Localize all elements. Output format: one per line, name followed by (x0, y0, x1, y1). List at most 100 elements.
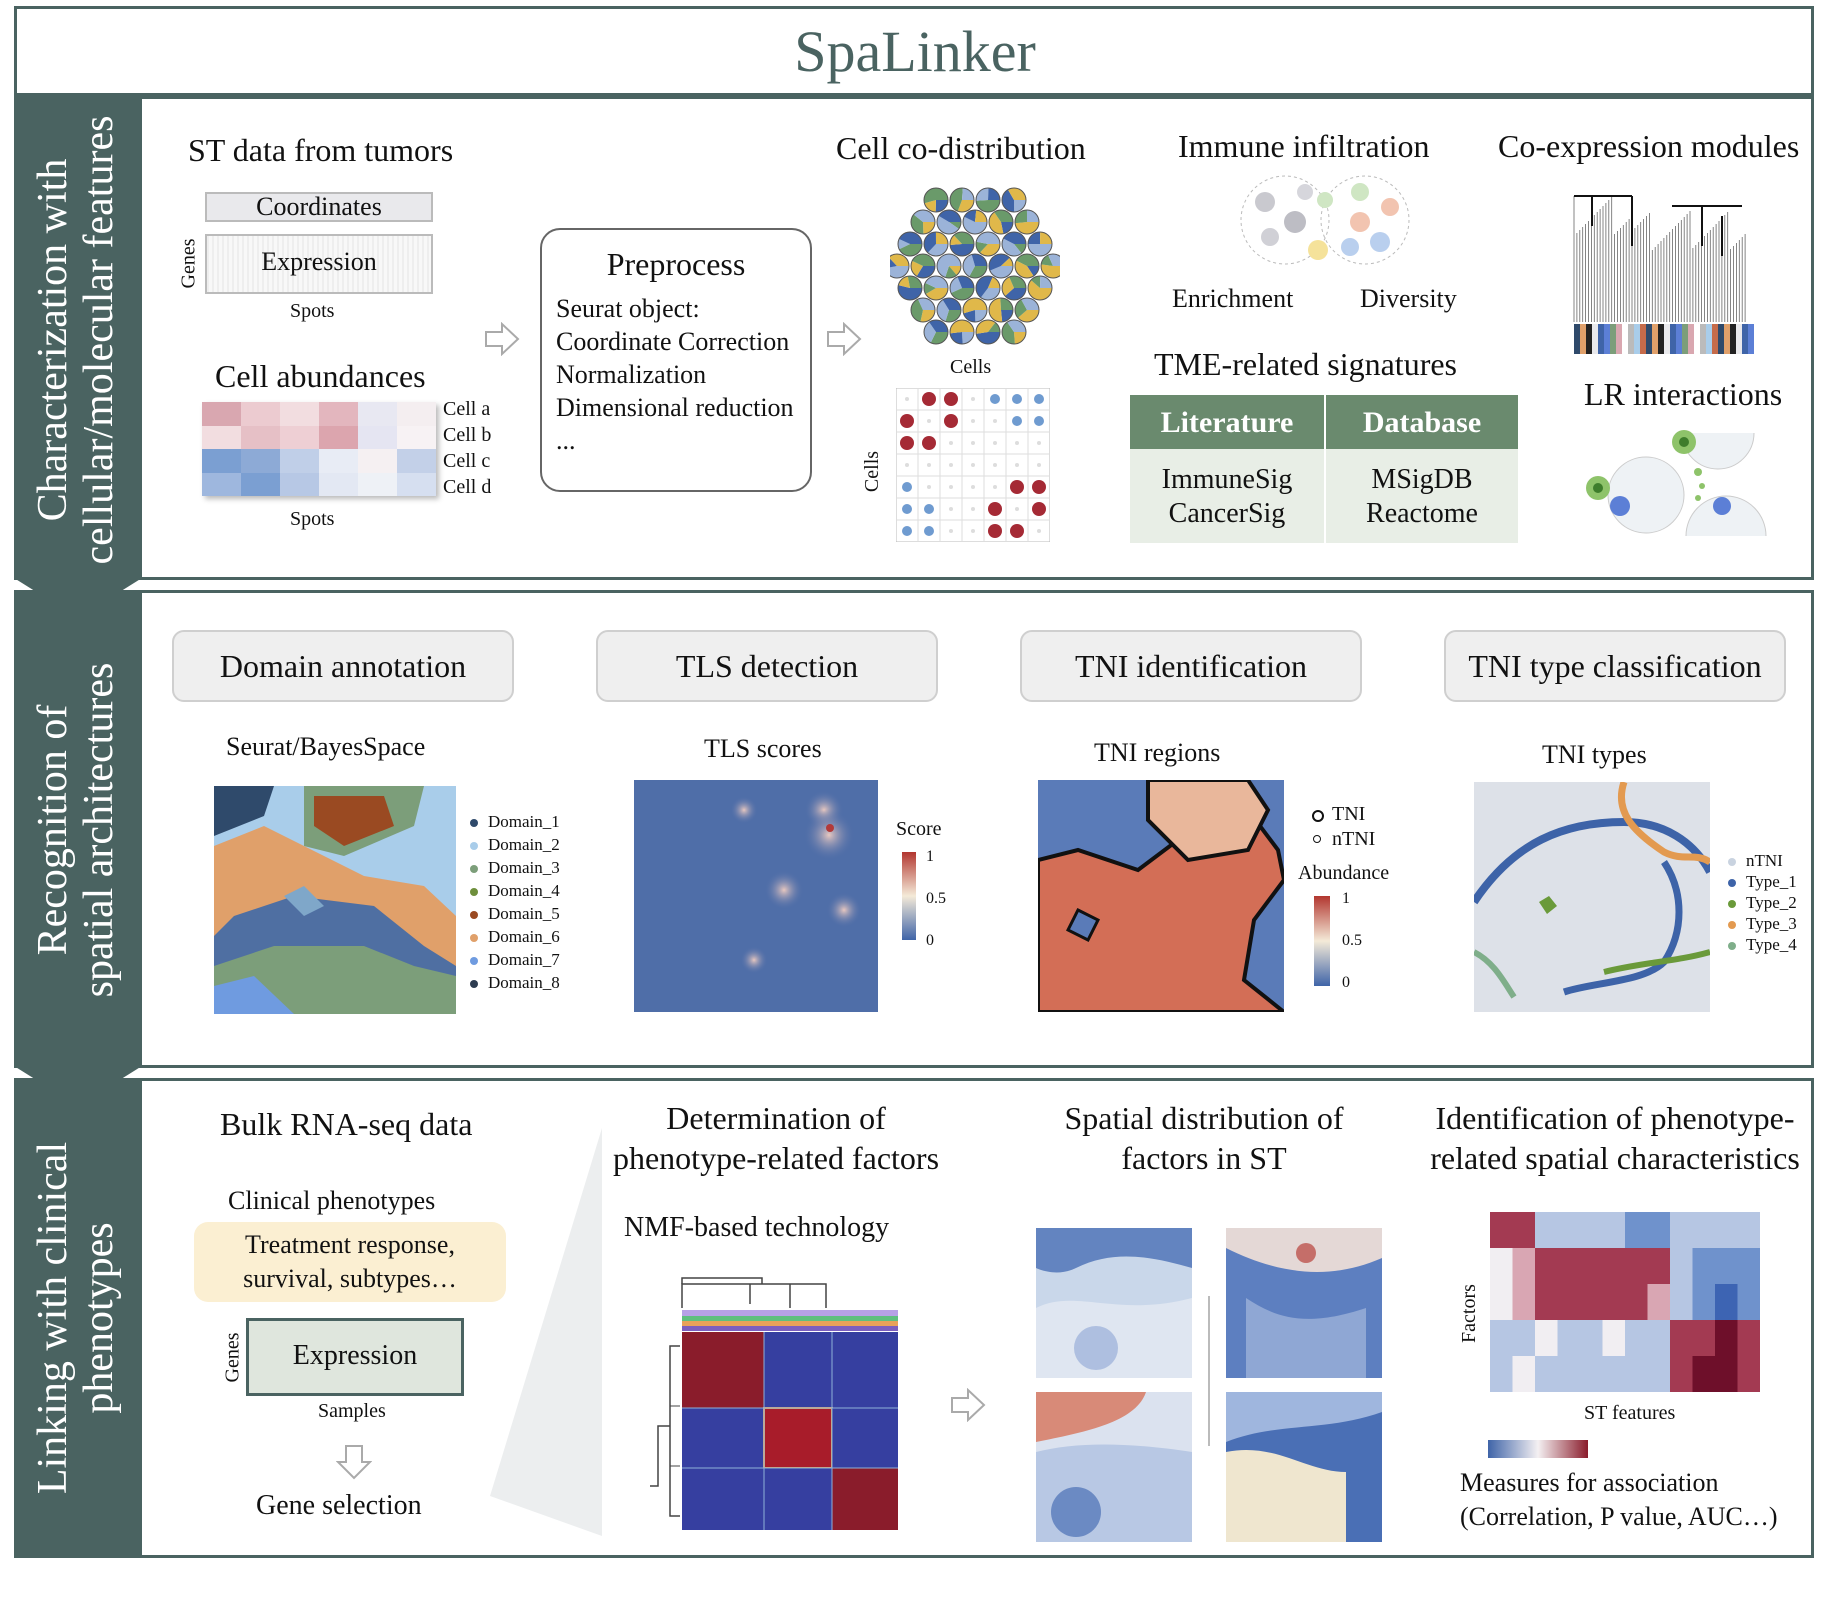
cell-c-label: Cell c (443, 450, 491, 472)
pie-spot (988, 209, 1014, 235)
pie-spot (975, 231, 1001, 257)
legend-label: Type_2 (1746, 893, 1797, 912)
heat-cell (1580, 1356, 1603, 1392)
heat-cell (1692, 1212, 1715, 1248)
expression-box (205, 234, 433, 294)
legend-item: Domain_5 (470, 902, 560, 925)
heat-cell (1692, 1320, 1715, 1356)
corr-dot (993, 441, 997, 445)
heat-cell (1670, 1248, 1693, 1284)
tni-type-map (1474, 782, 1710, 1012)
module-color (1604, 324, 1610, 354)
legend-label: Type_4 (1746, 935, 1797, 954)
pie-spot (949, 319, 975, 345)
legend-item: Type_1 (1728, 871, 1797, 892)
heat-cell (1602, 1248, 1625, 1284)
corr-dot (971, 485, 975, 489)
corr-dot (1034, 394, 1044, 404)
tni-type-classification-pill: TNI type classification (1444, 630, 1786, 702)
spatial-distribution-line-1: Spatial distribution of (1064, 1100, 1344, 1136)
module-color (1676, 324, 1682, 354)
score-tick: 1 (926, 848, 934, 865)
corr-dot (902, 504, 912, 514)
tni-regions-title: TNI regions (1094, 738, 1221, 767)
legend-dot (1728, 942, 1736, 951)
abundance-colorbar (1314, 896, 1330, 986)
score-legend-title: Score (896, 818, 942, 840)
corr-dot (1012, 394, 1022, 404)
heat-cell (1670, 1212, 1693, 1248)
legend-item: Domain_7 (470, 948, 560, 971)
heat-cell (1670, 1356, 1693, 1392)
tni-identification-pill: TNI identification (1020, 630, 1362, 702)
heat-cell (1647, 1248, 1670, 1284)
corr-dot (905, 463, 909, 467)
heat-cell (1737, 1212, 1760, 1248)
heat-cell (1602, 1212, 1625, 1248)
heat-cell (1580, 1212, 1603, 1248)
module-color (1694, 324, 1700, 354)
module-color (1634, 324, 1640, 354)
pie-spot (1001, 187, 1027, 213)
legend-item: Type_2 (1728, 892, 1797, 913)
cells-y-label: Cells (861, 450, 884, 493)
preprocess-item: Seurat object: (556, 294, 700, 323)
arrow-right-icon (485, 322, 520, 356)
immune-cells-illustration (1240, 175, 1410, 265)
heat-cell (1737, 1320, 1760, 1356)
legend-dot (1728, 879, 1736, 888)
module-color (1664, 324, 1670, 354)
heat-cell (1535, 1356, 1558, 1392)
bulk-rnaseq-title: Bulk RNA-seq data (220, 1106, 473, 1142)
corr-dot (924, 504, 934, 514)
pie-spot (923, 275, 949, 301)
arrow-right-icon (827, 322, 862, 356)
module-color (1688, 324, 1694, 354)
pie-spot (923, 319, 949, 345)
heat-cell (1692, 1356, 1715, 1392)
seurat-bayesspace-title: Seurat/BayesSpace (226, 732, 426, 761)
sidebar-characterization (14, 96, 142, 580)
module-color (1658, 324, 1664, 354)
corr-dot (1037, 441, 1041, 445)
corr-dot (993, 463, 997, 467)
diversity-label: Diversity (1360, 284, 1457, 313)
database-header: Database (1362, 406, 1482, 439)
legend-dot (1728, 900, 1736, 909)
abundance-tick: 1 (1342, 890, 1350, 907)
factor-map-2 (1226, 1228, 1382, 1378)
cell-d-label: Cell d (443, 476, 492, 498)
tni-marker-icon (1312, 810, 1324, 822)
legend-label: nTNI (1746, 851, 1783, 870)
heat-cell (1715, 1212, 1738, 1248)
corr-dot (922, 392, 936, 406)
cell-a-label: Cell a (443, 398, 491, 420)
pie-spot (936, 253, 962, 279)
legend-item: nTNI (1728, 850, 1797, 871)
legend-dot (470, 934, 478, 943)
factor-map-3 (1036, 1392, 1192, 1542)
heat-cell (1535, 1212, 1558, 1248)
legend-item: Type_3 (1728, 913, 1797, 934)
corr-dot (1012, 416, 1022, 426)
spots-label-2: Spots (290, 508, 335, 530)
signature-cell: ImmuneSig (1161, 464, 1293, 495)
module-color (1742, 324, 1748, 354)
module-color (1724, 324, 1730, 354)
pie-spot (897, 231, 923, 257)
module-color (1736, 324, 1742, 354)
score-tick: 0.5 (926, 890, 946, 907)
abundance-legend-title: Abundance (1298, 862, 1390, 884)
pie-spot (1040, 253, 1060, 279)
heat-cell (1490, 1248, 1513, 1284)
pie-spot (988, 297, 1014, 323)
corr-dot (902, 482, 912, 492)
heat-cell (1490, 1284, 1513, 1320)
corr-dot (900, 436, 914, 450)
legend-dot (470, 842, 478, 851)
heat-cell (1557, 1248, 1580, 1284)
legend-label: Domain_6 (488, 927, 560, 946)
corr-dot (993, 419, 997, 423)
corr-dot (1037, 463, 1041, 467)
